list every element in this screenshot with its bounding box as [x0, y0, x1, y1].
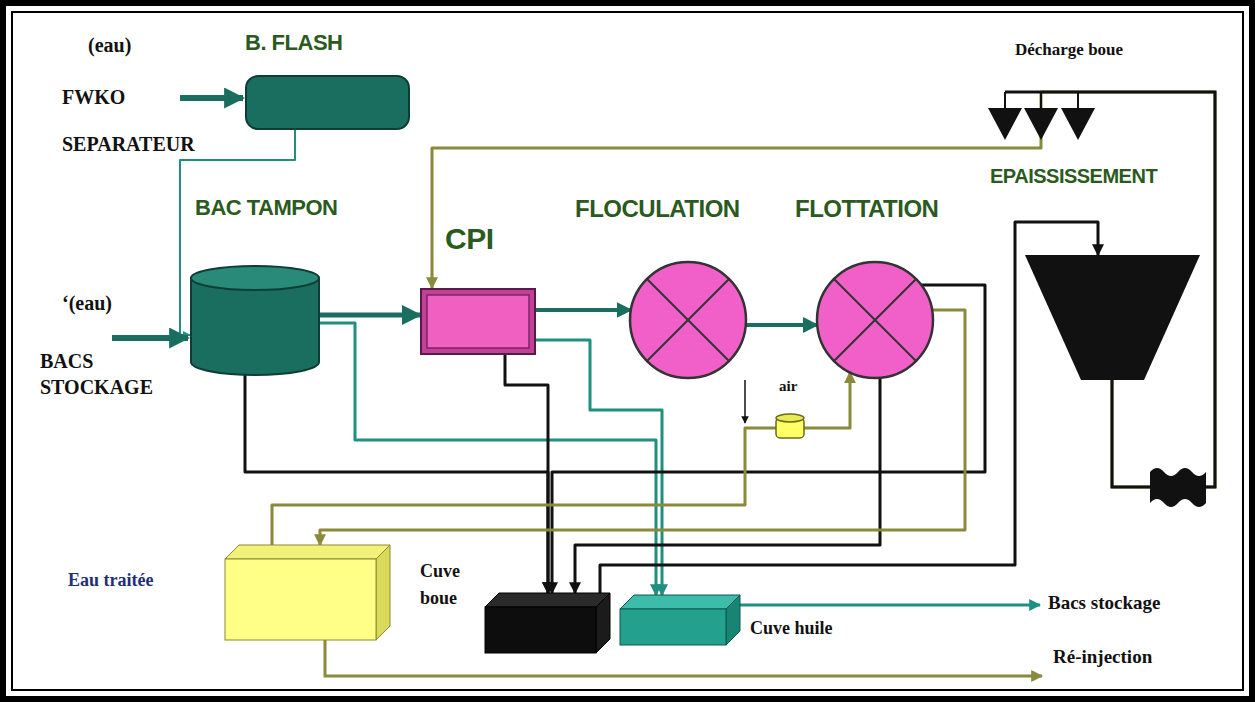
- process-unit: Cuve boue: [415, 555, 615, 655]
- stream-label: STOCKAGE: [40, 376, 153, 399]
- unit-shape: [485, 593, 610, 653]
- unit-label: Cuve boue: [420, 558, 478, 612]
- unit-shape: [628, 260, 748, 380]
- process-unit: Eau traitée: [60, 540, 395, 645]
- unit-outline: [1025, 255, 1200, 380]
- unit-outline: [485, 593, 610, 653]
- unit-shape: [190, 265, 320, 375]
- stream-label: SEPARATEUR: [62, 133, 195, 156]
- process-unit: Cuve huile: [615, 590, 860, 650]
- unit-shape: [620, 595, 740, 645]
- flow-line: [536, 340, 662, 595]
- unit-shape: [420, 288, 536, 355]
- unit-label: Cuve huile: [750, 618, 833, 639]
- flow-line: [746, 323, 817, 327]
- unit-label: CPI: [445, 222, 494, 256]
- unit-shape: [1025, 255, 1200, 380]
- unit-outline: [620, 595, 740, 645]
- unit-outline: [225, 545, 390, 640]
- unit-shape: [245, 75, 410, 130]
- process-unit: B. FLASH: [240, 30, 420, 135]
- unit-label: Eau traitée: [68, 570, 153, 591]
- process-unit: FLOCULATION: [570, 195, 770, 385]
- stream-label: air: [779, 378, 797, 395]
- flow-line: [575, 378, 880, 593]
- unit-outline: [815, 260, 935, 380]
- flow-line: [505, 355, 548, 593]
- stream-label: BACS: [40, 350, 93, 373]
- stream-label: Bacs stockage: [1048, 592, 1160, 614]
- unit-label: FLOTTATION: [795, 195, 938, 223]
- unit-label: B. FLASH: [245, 30, 342, 56]
- process-unit: EPAISSISSEMENT: [985, 165, 1210, 380]
- unit-label: BAC TAMPON: [195, 195, 337, 221]
- unit-label: FLOCULATION: [575, 195, 740, 223]
- unit-shape: [815, 260, 935, 380]
- unit-label: EPAISSISSEMENT: [990, 165, 1157, 188]
- unit-outline: [420, 288, 536, 355]
- stream-label: Décharge boue: [1015, 40, 1123, 60]
- process-unit: CPI: [418, 222, 538, 357]
- flow-line: [600, 222, 1098, 593]
- flow-line: [320, 313, 420, 318]
- process-unit: BAC TAMPON: [185, 195, 365, 380]
- stream-label: Ré-injection: [1053, 646, 1152, 668]
- stream-label: (eau): [88, 34, 131, 57]
- unit-outline: [190, 265, 320, 375]
- unit-outline: [628, 260, 748, 380]
- flow-line: [432, 92, 1215, 487]
- stream-label: FWKO: [62, 86, 125, 109]
- flow-line: [272, 372, 850, 545]
- flow-line: [536, 308, 631, 312]
- process-unit: FLOTTATION: [790, 195, 975, 385]
- stream-label: ‘(eau): [62, 292, 112, 315]
- unit-shape: [225, 545, 390, 640]
- unit-outline: [245, 75, 410, 130]
